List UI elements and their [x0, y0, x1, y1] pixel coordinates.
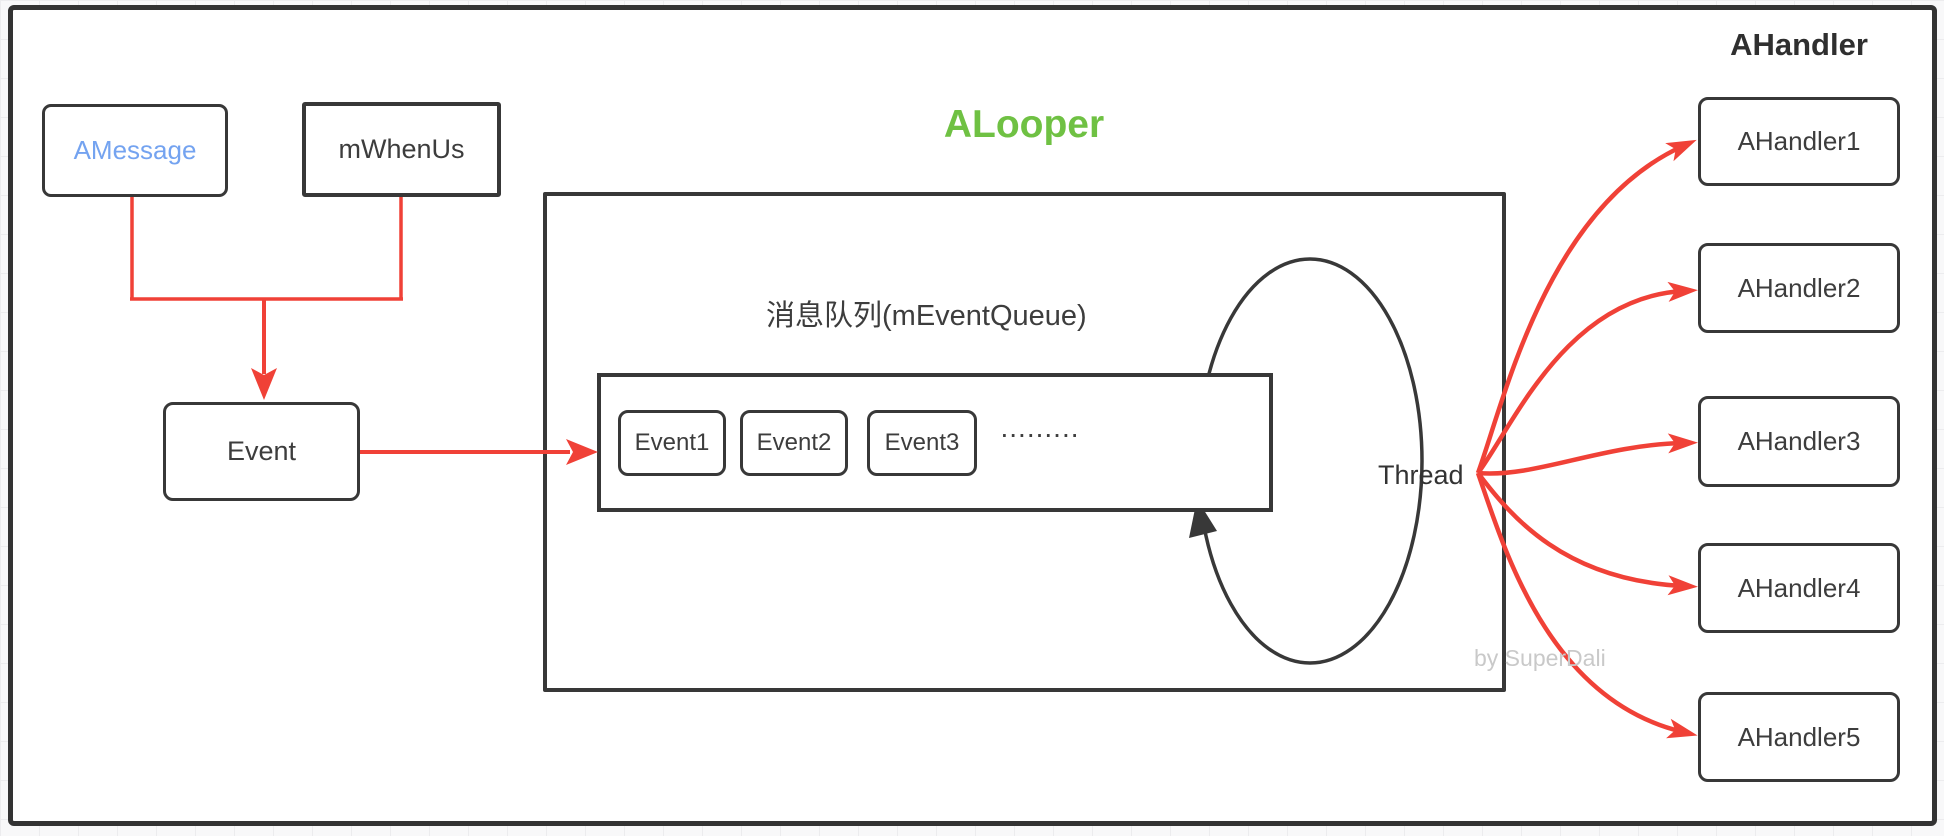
queue-item-label: Event1	[634, 429, 710, 456]
ahandler2-label: AHandler2	[1737, 272, 1861, 303]
ahandler-title: AHandler	[1730, 27, 1868, 62]
queue-item-label: Event2	[756, 429, 832, 456]
watermark-text: by SuperDali	[1474, 645, 1606, 671]
mwhenus-label: mWhenUs	[338, 134, 465, 164]
ahandler3-box: AHandler3	[1698, 396, 1900, 487]
ahandler2-box: AHandler2	[1698, 243, 1900, 333]
queue-item-label: Event3	[884, 429, 960, 456]
queue-ellipsis: .........	[1000, 412, 1080, 443]
thread-label: Thread	[1378, 460, 1464, 490]
queue-item-event2: Event2	[740, 410, 848, 476]
event-label: Event	[226, 436, 297, 466]
ahandler4-box: AHandler4	[1698, 543, 1900, 633]
ahandler1-label: AHandler1	[1737, 126, 1861, 156]
ahandler4-label: AHandler4	[1737, 572, 1861, 603]
ahandler5-label: AHandler5	[1737, 721, 1861, 752]
alooper-title: ALooper	[943, 103, 1105, 146]
amessage-label: AMessage	[73, 135, 197, 165]
queue-item-event1: Event1	[618, 410, 726, 476]
event-queue-label: 消息队列(mEventQueue)	[766, 300, 1087, 332]
mwhenus-box: mWhenUs	[302, 102, 501, 197]
ahandler5-box: AHandler5	[1698, 692, 1900, 782]
ahandler3-label: AHandler3	[1737, 426, 1861, 456]
ahandler1-box: AHandler1	[1698, 97, 1900, 186]
amessage-box: AMessage	[42, 104, 228, 197]
queue-item-event3: Event3	[867, 410, 977, 476]
event-box: Event	[163, 402, 360, 501]
